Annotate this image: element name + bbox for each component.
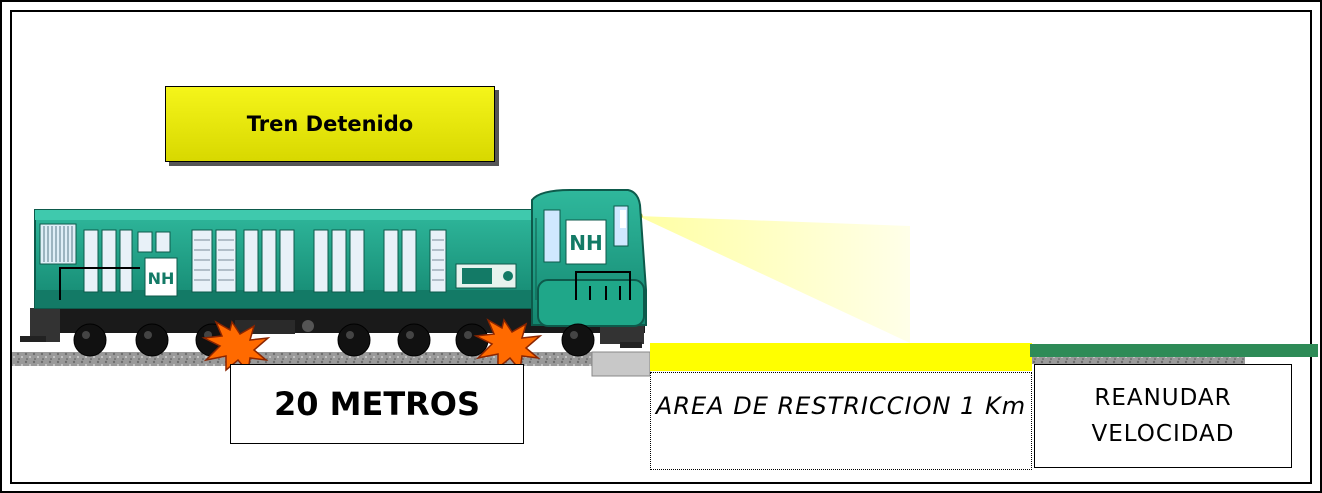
resume-speed-line2: VELOCIDAD bbox=[1092, 416, 1235, 452]
distance-text: 20 METROS bbox=[274, 385, 480, 423]
svg-text:NH: NH bbox=[569, 231, 602, 255]
headlight-beam-icon bbox=[638, 216, 910, 343]
platform-step bbox=[592, 352, 650, 376]
locomotive-icon: NH NH bbox=[20, 190, 646, 348]
resume-speed-line1: REANUDAR bbox=[1094, 380, 1231, 416]
restriction-area-label: AREA DE RESTRICCION 1 Km bbox=[650, 372, 1032, 470]
resume-zone-bar bbox=[1030, 344, 1318, 357]
restriction-area-text: AREA DE RESTRICCION 1 Km bbox=[656, 385, 1026, 427]
resume-speed-label: REANUDAR VELOCIDAD bbox=[1034, 364, 1292, 468]
train-stopped-label: Tren Detenido bbox=[165, 86, 495, 162]
svg-text:NH: NH bbox=[148, 269, 175, 288]
train-stopped-text: Tren Detenido bbox=[247, 112, 413, 136]
restriction-zone-bar bbox=[650, 343, 1032, 371]
distance-label: 20 METROS bbox=[230, 364, 524, 444]
